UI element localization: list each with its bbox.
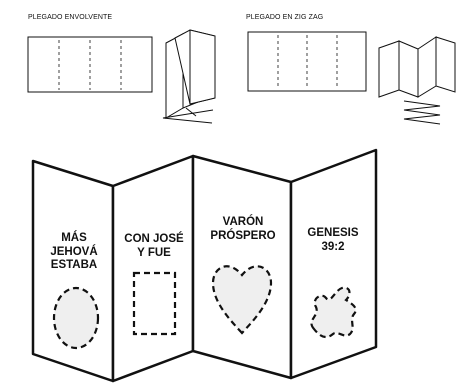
panel-shapes bbox=[52, 265, 357, 350]
wrap-fold-3d bbox=[165, 29, 216, 119]
rectangle-shape bbox=[132, 271, 177, 336]
oval-shape bbox=[52, 286, 100, 350]
splat-shape bbox=[310, 286, 357, 339]
brochure-panel-2 bbox=[111, 154, 195, 383]
wrap-fold-label: PLEGADO ENVOLVENTE bbox=[28, 14, 113, 21]
wrap-fold-top-view bbox=[162, 107, 214, 124]
panel-4-text: GENESIS 39:2 bbox=[307, 227, 359, 253]
panel-2-text: CON JOSÉ Y FUE bbox=[124, 233, 184, 259]
zigzag-fold-top-view bbox=[403, 100, 441, 125]
brochure-panel-3 bbox=[191, 154, 293, 380]
panel-3-text: VARÓN PRÓSPERO bbox=[210, 216, 276, 242]
zigzag-fold-3d bbox=[378, 36, 456, 98]
zigzag-fold-sheet bbox=[247, 31, 367, 92]
heart-shape bbox=[211, 265, 273, 335]
brochure-panel-4 bbox=[289, 148, 378, 380]
panel-1-text: MÁS JEHOVÁ ESTABA bbox=[50, 232, 98, 271]
zigzag-fold-label: PLEGADO EN ZIG ZAG bbox=[246, 14, 324, 21]
wrap-fold-sheet bbox=[27, 36, 153, 93]
